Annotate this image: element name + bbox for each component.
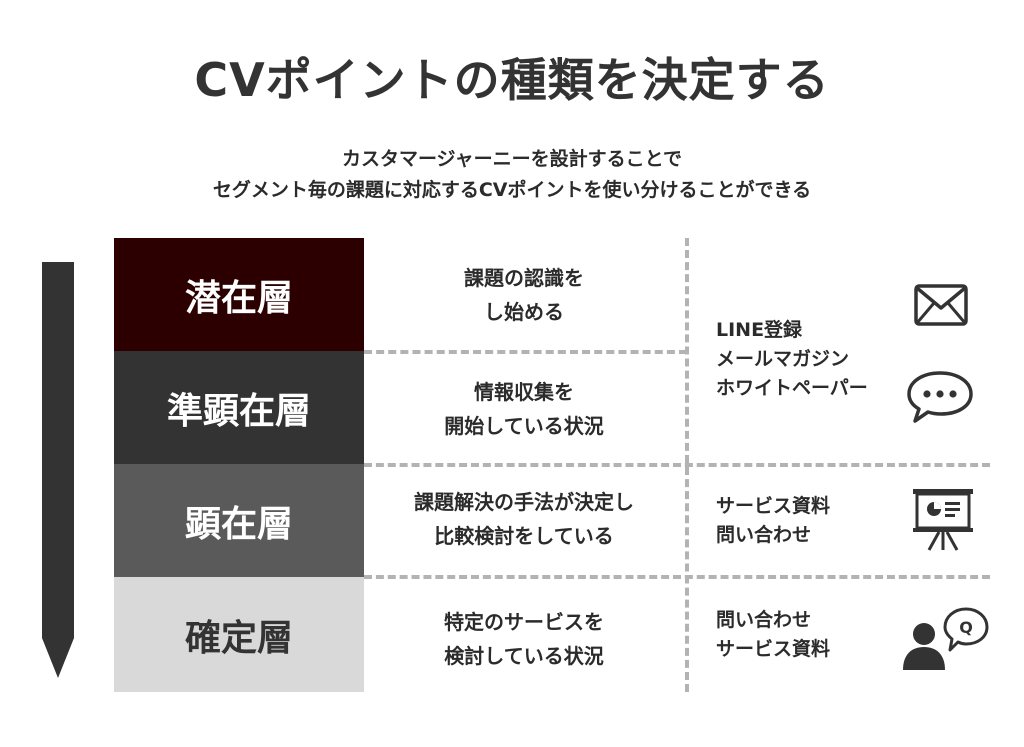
subtitle: カスタマージャーニーを設計することで セグメント毎の課題に対応するCVポイントを… xyxy=(0,144,1024,206)
cv-point: サービス資料 xyxy=(716,495,831,517)
divider xyxy=(364,575,990,579)
presentation-board-icon xyxy=(913,489,973,551)
cv-point: メールマガジン xyxy=(716,348,850,370)
description-line: 課題解決の手法が決定し xyxy=(414,490,634,514)
description-line: 開始している状況 xyxy=(444,414,604,438)
description-line: 課題の認識を xyxy=(464,266,584,290)
layer-semi-manifest-description: 情報収集を 開始している状況 xyxy=(374,375,674,443)
layer-manifest: 顕在層 xyxy=(114,464,364,577)
divider xyxy=(364,350,687,354)
cv-point: 問い合わせ xyxy=(716,524,812,546)
person-question-icon: Q xyxy=(903,607,989,670)
divider xyxy=(364,463,990,467)
cv-point: LINE登録 xyxy=(716,319,803,341)
layer-latent-description: 課題の認識を し始める xyxy=(374,261,674,329)
column-divider xyxy=(685,238,689,692)
cv-points-group-1: LINE登録 メールマガジン ホワイトペーパー xyxy=(716,316,868,403)
layer-manifest-description: 課題解決の手法が決定し 比較検討をしている xyxy=(374,485,674,553)
chat-bubble-icon xyxy=(907,371,973,423)
svg-text:Q: Q xyxy=(959,618,973,637)
down-arrow-icon xyxy=(42,262,74,678)
layer-latent: 潜在層 xyxy=(114,238,364,351)
description-line: 検討している状況 xyxy=(444,644,604,668)
cv-point: サービス資料 xyxy=(716,638,831,660)
subtitle-line-2: セグメント毎の課題に対応するCVポイントを使い分けることができる xyxy=(212,179,812,201)
layer-confirmed-description: 特定のサービスを 検討している状況 xyxy=(374,605,674,673)
cv-point: 問い合わせ xyxy=(716,609,812,631)
cv-points-group-2: サービス資料 問い合わせ xyxy=(716,492,830,550)
layer-semi-manifest: 準顕在層 xyxy=(114,351,364,464)
description-line: し始める xyxy=(484,300,564,324)
cv-point: ホワイトペーパー xyxy=(716,377,868,399)
cv-points-group-3: 問い合わせ サービス資料 xyxy=(716,606,830,664)
mail-icon xyxy=(914,284,968,326)
subtitle-line-1: カスタマージャーニーを設計することで xyxy=(341,148,683,170)
description-line: 比較検討をしている xyxy=(434,524,614,548)
layer-confirmed: 確定層 xyxy=(114,577,364,692)
description-line: 情報収集を xyxy=(474,380,574,404)
description-line: 特定のサービスを xyxy=(444,610,604,634)
page-title: CVポイントの種類を決定する xyxy=(194,53,830,107)
